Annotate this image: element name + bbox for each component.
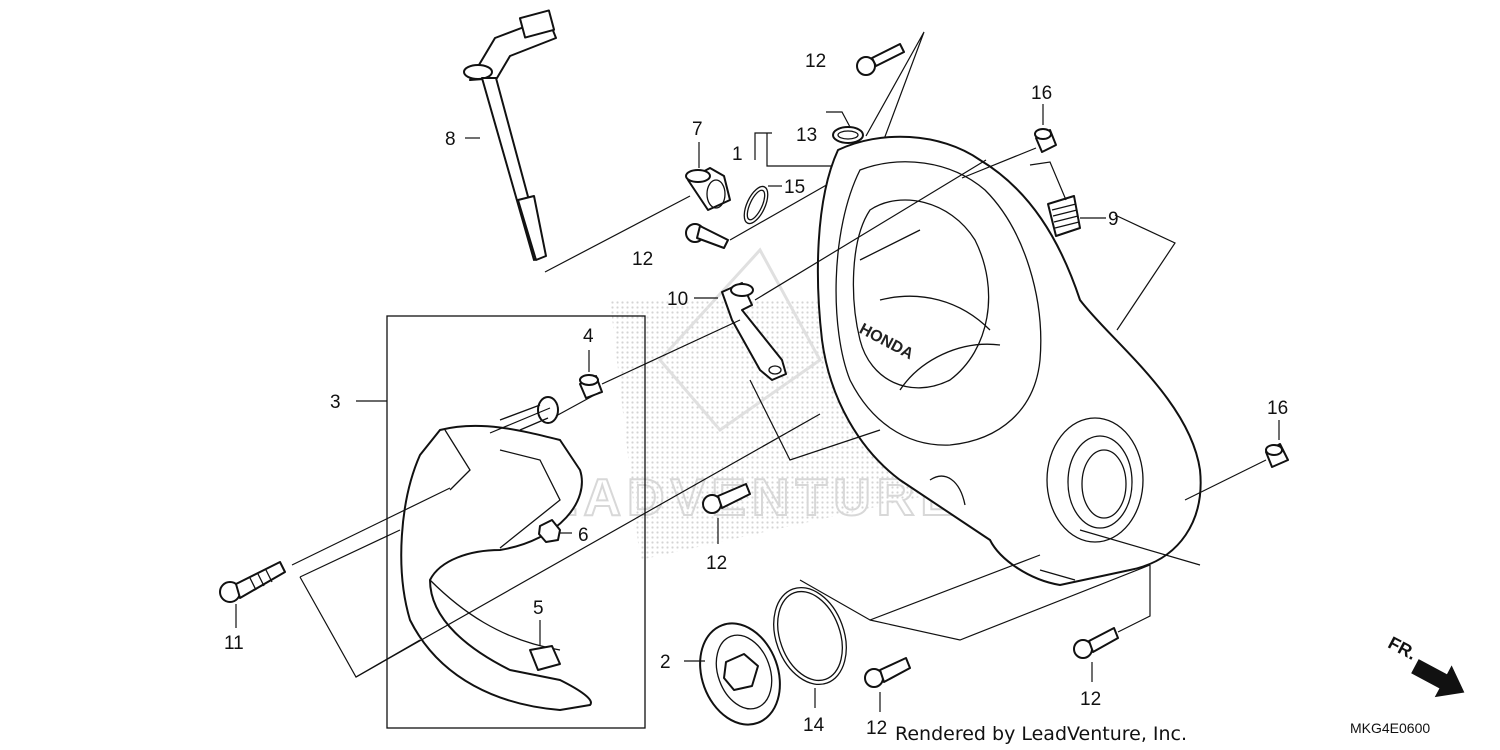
callout-3: 3: [330, 392, 341, 413]
front-label: FR.: [1385, 633, 1420, 664]
bolt-bottom-mid-part: [864, 657, 911, 688]
callout-5: 5: [533, 598, 544, 619]
callout-9: 9: [1108, 209, 1119, 230]
outer-cover-part: [400, 396, 592, 711]
callout-4: 4: [583, 326, 594, 347]
credit-text: Rendered by LeadVenture, Inc.: [895, 723, 1187, 745]
stay-bracket-part: [721, 282, 787, 381]
cap-part: [699, 622, 781, 726]
bolt-left-part: [685, 223, 729, 249]
group-box: [386, 315, 646, 729]
front-arrow: FR.: [1385, 633, 1465, 698]
clutch-cover-part: HONDA: [816, 135, 1202, 586]
callout-8: 8: [445, 129, 456, 150]
callout-6: 6: [578, 525, 589, 546]
callout-13: 13: [796, 125, 817, 146]
oring-14-part: [773, 586, 847, 686]
callout-7: 7: [692, 119, 703, 140]
dowel-right-part: [1265, 443, 1289, 468]
bolt-mid-part: [702, 483, 751, 514]
oring-15-part: [743, 185, 769, 225]
callout-1: 1: [732, 144, 743, 165]
bolt-bottom-right-part: [1073, 627, 1119, 659]
callout-11: 11: [224, 633, 244, 654]
callout-16-top: 16: [1031, 83, 1052, 104]
grommet-part: [538, 519, 561, 543]
plug-part: [685, 167, 731, 211]
oring-13-part: [832, 126, 864, 144]
callout-12-top: 12: [805, 51, 826, 72]
callout-12-mid: 12: [706, 553, 727, 574]
callout-10: 10: [667, 289, 688, 310]
diagram-code: MKG4E0600: [1350, 720, 1430, 736]
callout-14: 14: [803, 715, 825, 736]
callout-15: 15: [784, 177, 805, 198]
dowel-top-part: [1034, 128, 1057, 153]
shift-shaft-part: [463, 9, 557, 261]
spring-part: [1047, 195, 1081, 237]
pad-part: [529, 645, 561, 671]
collar-part: [579, 374, 603, 399]
callout-12-bottom-mid: 12: [866, 718, 887, 739]
bolt-11-part: [219, 561, 286, 603]
callout-16-right: 16: [1267, 398, 1288, 419]
bolt-top-part: [856, 43, 905, 76]
callout-2: 2: [660, 652, 671, 673]
callout-12-left: 12: [632, 249, 653, 270]
callout-12-bottom-right: 12: [1080, 689, 1101, 710]
